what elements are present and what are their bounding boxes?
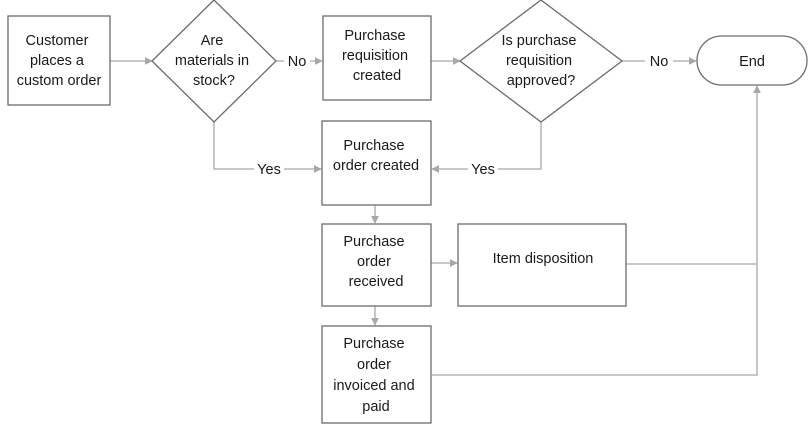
edges [110,57,761,376]
node-label-line: materials in [175,53,249,69]
node-label-line: Purchase [343,234,404,250]
node-label-line: paid [362,399,389,415]
node-label-line: received [349,274,404,290]
node-label-line: Item disposition [493,251,594,267]
node-label-line: custom order [17,73,102,89]
node-label-line: Customer [26,33,89,49]
node-label-line: created [353,68,401,84]
svg-text:Are materials in s: Are materials in stock? [175,33,253,89]
edge-label-in-stock-no: No [288,54,307,70]
node-label-line: Purchase [344,28,405,44]
node-customer-places-order: Customer places a custom order [7,15,111,106]
node-label-line: stock? [193,73,235,89]
node-label-line: places a [30,53,85,69]
edge-label-req-approved-yes: Yes [471,162,495,178]
node-label-line: requisition [342,48,408,64]
node-label-line: order created [333,158,419,174]
node-purchase-requisition-created: Purchase requisition created [322,15,432,101]
node-label-line: approved? [507,73,576,89]
node-purchase-order-invoiced-paid: Purchase order invoiced and paid [321,325,432,424]
node-label-line: Are [201,33,224,49]
decision-requisition-approved: Is purchase requisition approved? [458,0,624,123]
edge-labels: No No Yes Yes [254,51,673,179]
edge-label-req-approved-no: No [650,54,669,70]
node-item-disposition: Item disposition [457,223,627,307]
node-label-line: requisition [506,53,572,69]
node-purchase-order-received: Purchase order received [321,223,432,307]
svg-text:Is purchase requisition: Is purchase requisition approved? [502,33,581,89]
node-label-line: order [357,254,391,270]
node-label-line: order [357,357,391,373]
decision-materials-in-stock: Are materials in stock? [151,0,277,123]
node-label-line: End [739,54,765,70]
node-label-line: Purchase [343,336,404,352]
node-label-line: invoiced and [333,378,414,394]
edge-in-stock-to-po-created [213,122,322,173]
svg-text:Purchase order inv: Purchase order invoiced and paid [333,336,418,415]
svg-text:Purchase requisition: Purchase requisition created [342,28,412,84]
svg-text:Customer places a: Customer places a custom order [17,33,102,89]
edge-label-in-stock-yes: Yes [257,162,281,178]
svg-text:Purchase order created: Purchase order created [333,138,419,174]
terminator-end: End [696,35,808,86]
node-purchase-order-created: Purchase order created [321,120,432,206]
edge-po-invoiced-to-end [432,85,761,376]
svg-text:Purchase order rec: Purchase order received [343,234,408,290]
node-label-line: Purchase [343,138,404,154]
node-label-line: Is purchase [502,33,577,49]
